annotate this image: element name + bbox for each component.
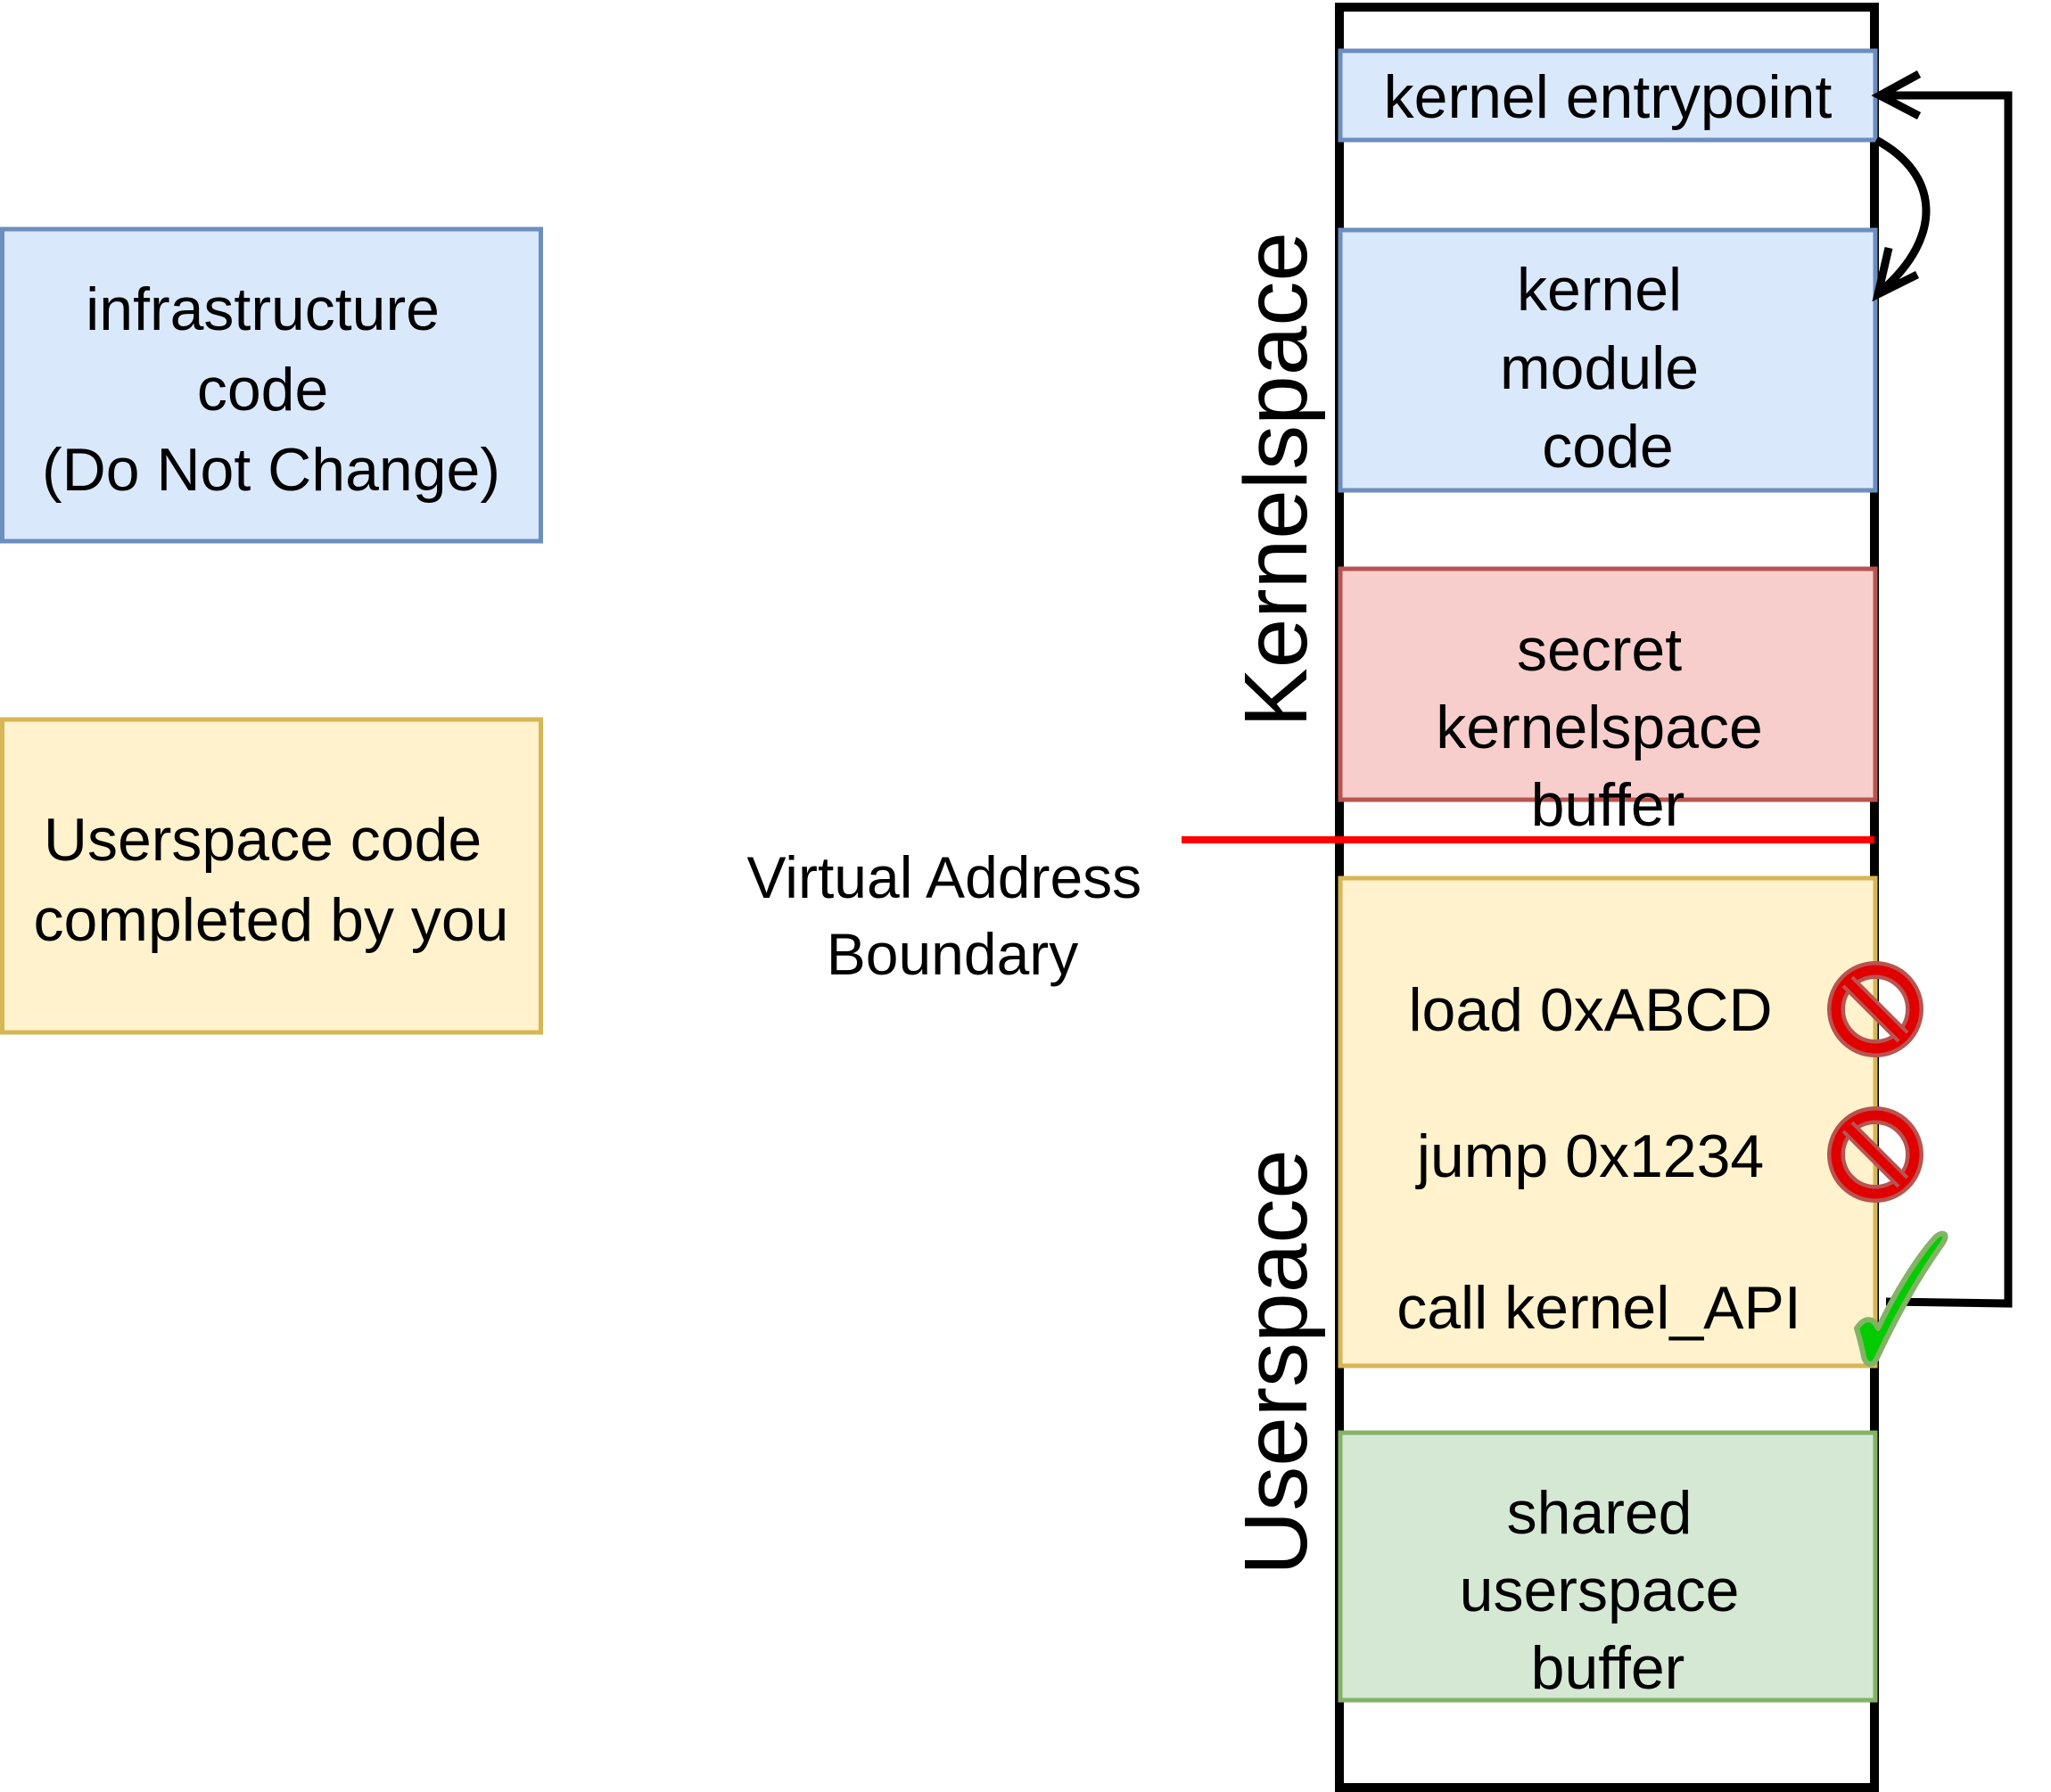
prohibited-icon: [1827, 1106, 1923, 1203]
legend-infrastructure-line: code: [197, 356, 328, 423]
svg-text:shared userspace b: shared userspace buffer: [1460, 1479, 1757, 1702]
kernel-module-box: [1338, 227, 1878, 493]
syscall-arrow-path: [1882, 91, 2013, 1308]
prohibited-icon: [1827, 961, 1923, 1057]
kernel-module-block: kernel module code: [1338, 227, 1878, 493]
secret-buffer-block: secret kernelspace buffer: [1338, 566, 1878, 839]
legend-infrastructure: infrastructure code (Do Not Change): [0, 226, 543, 544]
svg-text:infrastructure code: infrastructure code (Do Not Change): [42, 275, 500, 504]
boundary-label-line: Virtual Address: [746, 844, 1141, 910]
kernel-module-line: code: [1542, 413, 1673, 481]
checkmark-icon: [1854, 1230, 1948, 1367]
instruction-call: call kernel_API: [1396, 1274, 1801, 1342]
kernelspace-label: Kernelspace: [1226, 232, 1326, 727]
legend-userspace-code-box: [0, 717, 543, 1035]
boundary-label-line: Boundary: [827, 921, 1079, 987]
boundary-label: Virtual Address Boundary: [746, 844, 1157, 987]
arrowhead-icon: [1871, 70, 1922, 119]
legend-userspace-code-line: completed by you: [34, 886, 509, 954]
legend-userspace-code-line: Userspace code: [44, 806, 482, 874]
legend-userspace-code: Userspace code completed by you: [0, 717, 543, 1035]
user-code-block: load 0xABCD jump 0x1234 call kernel_API: [1338, 875, 1878, 1369]
svg-text:Userspace code completed: Userspace code completed by you: [34, 806, 509, 954]
shared-buffer-line: shared: [1507, 1479, 1693, 1547]
svg-text:kernel entrypoint: kernel entrypoint: [1384, 63, 1833, 131]
shared-buffer-box: [1338, 1430, 1878, 1703]
shared-buffer-block: shared userspace buffer: [1338, 1430, 1878, 1703]
dispatch-arrow-path: [1874, 136, 1931, 294]
svg-text:kernel module code: kernel module code: [1500, 256, 1716, 481]
svg-text:load 0xABCD jump 0x1234: load 0xABCD jump 0x1234 call kernel_API: [1396, 976, 1801, 1342]
instruction-jump: jump 0x1234: [1415, 1122, 1764, 1190]
kernel-entrypoint-label: kernel entrypoint: [1384, 63, 1833, 131]
legend-infrastructure-line: (Do Not Change): [42, 436, 500, 504]
instruction-load: load 0xABCD: [1408, 976, 1772, 1044]
legend-infrastructure-line: infrastructure: [86, 275, 440, 343]
shared-buffer-line: userspace: [1460, 1557, 1740, 1624]
kernel-entrypoint-box: [1338, 48, 1878, 143]
svg-text:secret kernelspace: secret kernelspace buffer: [1436, 616, 1780, 839]
shared-buffer-line: buffer: [1531, 1634, 1685, 1702]
legend-infrastructure-box: [0, 226, 543, 544]
secret-buffer-line: secret: [1517, 616, 1682, 684]
kernel-module-line: kernel: [1517, 256, 1682, 324]
kernel-entrypoint-block: kernel entrypoint: [1338, 48, 1878, 143]
arrowhead-icon: [1872, 246, 1920, 302]
secret-buffer-box: [1338, 566, 1878, 802]
dispatch-arrow: [1872, 136, 1931, 302]
userspace-label: Userspace: [1226, 1149, 1326, 1575]
syscall-arrow: [1871, 70, 2013, 1308]
secret-buffer-line: kernelspace: [1436, 694, 1763, 761]
secret-buffer-line: buffer: [1531, 771, 1685, 839]
kernel-module-line: module: [1500, 334, 1699, 402]
user-code-box: [1338, 875, 1878, 1369]
